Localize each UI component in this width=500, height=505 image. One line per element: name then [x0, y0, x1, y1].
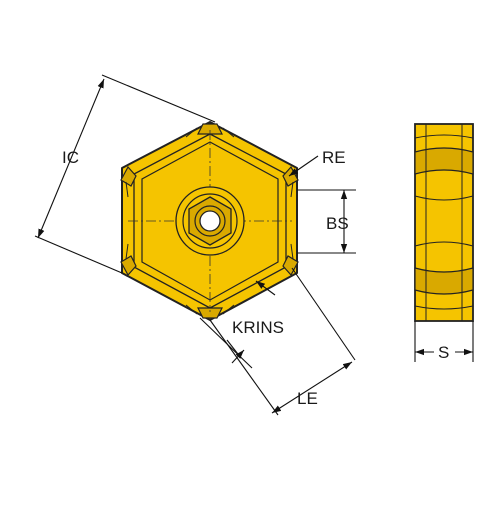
- le-dimension-line: [271, 361, 353, 414]
- le-label: LE: [297, 389, 318, 408]
- re-label: RE: [322, 148, 346, 167]
- re-leader: [288, 155, 319, 177]
- insert-top-view: [120, 121, 299, 321]
- s-label: S: [438, 343, 449, 362]
- krins-label: KRINS: [232, 318, 284, 337]
- insert-corner-lines: [125, 127, 294, 315]
- ic-dimension-line: [37, 78, 105, 239]
- side-notch-top: [414, 147, 474, 175]
- s-dimension: [414, 321, 474, 362]
- dimension-lines: [34, 74, 356, 416]
- bs-label: BS: [326, 214, 349, 233]
- hex-socket-icon: [175, 186, 245, 256]
- krins-small-arrow: [231, 349, 245, 364]
- ic-label: IC: [62, 148, 79, 167]
- insert-side-view: [414, 123, 474, 322]
- side-notch-bottom: [414, 267, 474, 295]
- krins-leader: [255, 280, 276, 296]
